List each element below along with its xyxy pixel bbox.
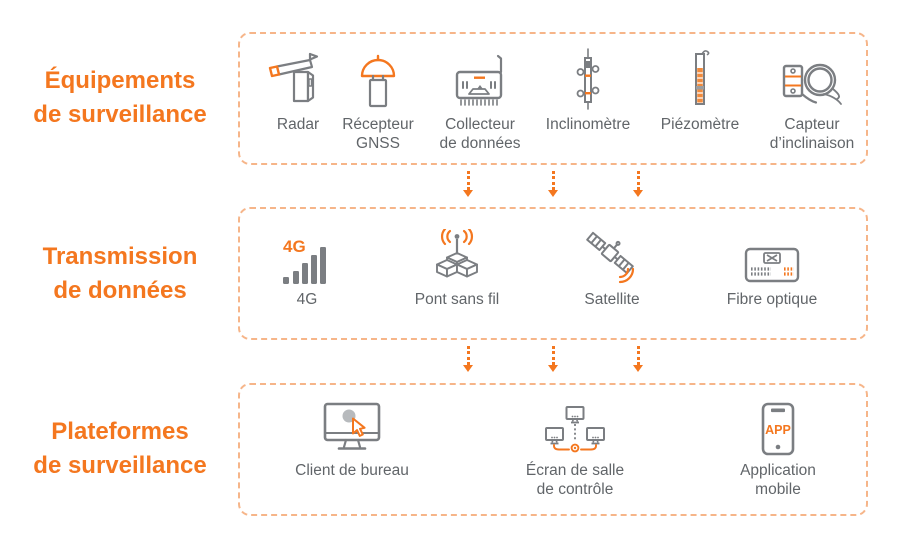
item-label: Fibre optique bbox=[726, 291, 818, 308]
item-label: Client de bureau bbox=[295, 462, 409, 479]
piezometer-icon bbox=[695, 50, 710, 105]
title-line: Équipements bbox=[44, 67, 196, 94]
wireless-bridge-icon bbox=[436, 229, 478, 278]
equipment-item-tilt-sensor: Capteur d’inclinaison bbox=[737, 48, 887, 153]
transmission-item-4g: 4G 4G bbox=[232, 229, 382, 309]
transmission-item-fiber-optic: Fibre optique bbox=[697, 229, 847, 309]
item-label: Collecteur de données bbox=[439, 116, 521, 152]
4g-icon-text: 4G bbox=[283, 237, 306, 256]
flow-arrow bbox=[547, 346, 559, 372]
item-label: Écran de salle de contrôle bbox=[525, 462, 625, 498]
title-line: Transmission bbox=[42, 243, 198, 270]
tilt-sensor-icon bbox=[782, 63, 842, 105]
item-label: Pont sans fil bbox=[414, 291, 500, 308]
flow-arrow bbox=[462, 346, 474, 372]
equipment-item-radar: Radar bbox=[223, 48, 373, 134]
inclinometer-icon bbox=[576, 48, 600, 110]
section-title-platforms: Plateformes de surveillance bbox=[0, 415, 240, 483]
platform-item-mobile-app: APP Application mobile bbox=[703, 398, 853, 499]
mobile-app-icon: APP bbox=[761, 402, 795, 456]
title-line: de surveillance bbox=[33, 452, 207, 479]
data-collector-icon bbox=[455, 54, 503, 106]
item-label: Piézomètre bbox=[660, 116, 740, 133]
item-label: Capteur d’inclinaison bbox=[769, 116, 855, 152]
radar-icon bbox=[268, 52, 319, 103]
fiber-optic-icon bbox=[744, 247, 800, 283]
app-icon-text: APP bbox=[765, 423, 791, 437]
item-label: Application mobile bbox=[740, 462, 816, 498]
transmission-item-satellite: Satellite bbox=[537, 229, 687, 309]
item-label: Radar bbox=[276, 116, 320, 133]
equipment-item-inclinometer: Inclinomètre bbox=[513, 48, 663, 134]
platform-item-desktop-client: Client de bureau bbox=[277, 398, 427, 480]
transmission-item-wireless-bridge: Pont sans fil bbox=[382, 229, 532, 309]
flow-arrow bbox=[632, 171, 644, 197]
section-title-transmission: Transmission de données bbox=[0, 240, 240, 308]
title-line: de surveillance bbox=[33, 101, 207, 128]
title-line: Plateformes bbox=[51, 418, 189, 445]
desktop-client-icon bbox=[323, 402, 381, 450]
gnss-receiver-icon bbox=[360, 54, 396, 108]
satellite-icon bbox=[586, 231, 635, 284]
flow-arrow bbox=[462, 171, 474, 197]
platform-item-control-room-screen: Écran de salle de contrôle bbox=[500, 398, 650, 499]
item-label: 4G bbox=[296, 291, 318, 308]
item-label: Inclinomètre bbox=[545, 116, 631, 133]
equipment-item-gnss: Récepteur GNSS bbox=[303, 48, 453, 153]
control-room-screen-icon bbox=[545, 406, 605, 453]
equipment-item-piezometer: Piézomètre bbox=[625, 48, 775, 134]
item-label: Satellite bbox=[584, 291, 640, 308]
flow-arrow bbox=[547, 171, 559, 197]
item-label: Récepteur GNSS bbox=[342, 116, 414, 152]
flow-arrow bbox=[632, 346, 644, 372]
equipment-item-data-collector: Collecteur de données bbox=[405, 48, 555, 153]
section-title-equipment: Équipements de surveillance bbox=[0, 64, 240, 132]
title-line: de données bbox=[53, 277, 187, 304]
4g-signal-icon: 4G bbox=[283, 237, 326, 284]
equipment-box bbox=[238, 32, 868, 165]
